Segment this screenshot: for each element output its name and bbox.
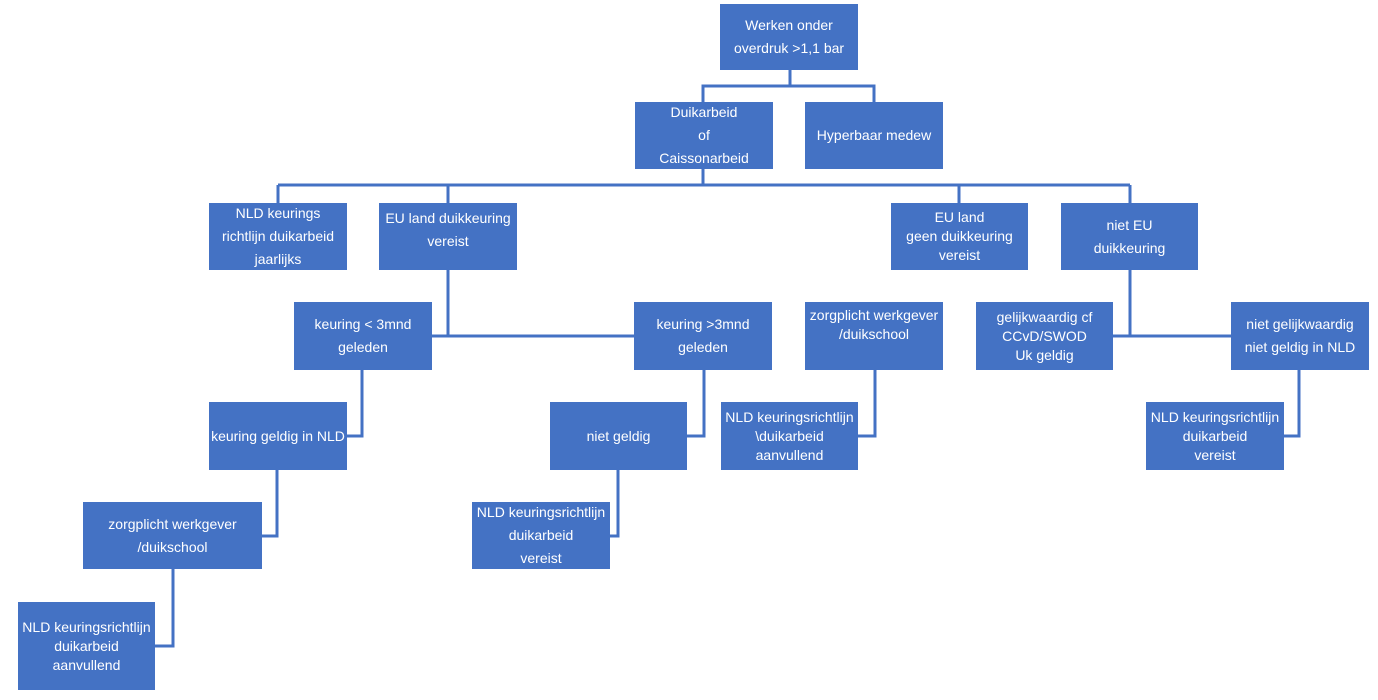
connector-line [610, 470, 620, 538]
node-label-line: overdruk >1,1 bar [733, 40, 845, 56]
node-label-line: NLD keurings [235, 205, 321, 221]
node-label-line: /duikschool [137, 538, 208, 555]
node-eu-land-geen-duikkeuring: EU land geen duikkeuring vereist [891, 203, 1028, 270]
node-niet-geldig: niet geldig [550, 402, 687, 470]
node-label-line: NLD keuringsrichtlijn [1150, 408, 1280, 425]
connector-line [347, 370, 364, 438]
node-label-line: duikarbeid [54, 637, 119, 654]
node-label-line: zorgplicht werkgever [809, 307, 939, 323]
node-label-line: Duikarbeid [670, 104, 738, 120]
node-label-line: keuring < 3mnd [314, 316, 412, 332]
node-niet-eu-duikkeuring: niet EU duikkeuring [1061, 203, 1198, 270]
node-label-line: vereist [938, 247, 981, 263]
node-label-line: keuring >3mnd [656, 316, 750, 332]
node-label-line: vereist [520, 550, 562, 566]
node-gelijkwaardig-ccvd-swod: gelijkwaardig cf CCvD/SWOD Uk geldig [976, 302, 1113, 370]
node-label-line: niet geldig [586, 427, 651, 444]
node-label-line: EU land duikkeuring [385, 210, 511, 226]
node-label-line: geleden [338, 339, 388, 355]
node-label-line: of [698, 127, 710, 143]
node-label-line: EU land [934, 209, 985, 225]
node-label-line: niet gelijkwaardig [1246, 316, 1354, 332]
node-label-line: duikkeuring [1093, 239, 1166, 256]
node-label-line: \duikarbeid [755, 427, 824, 444]
node-label-line: zorgplicht werkgever [108, 515, 237, 532]
node-label-line: geen duikkeuring [906, 228, 1013, 244]
connector-line [790, 84, 876, 102]
node-label-line: Uk geldig [1015, 346, 1074, 363]
node-label-line: aanvullend [52, 656, 121, 673]
node-eu-land-duikkeuring-vereist: EU land duikkeuring vereist [379, 203, 517, 270]
node-nld-keuringsrichtlijn-vereist-mid: NLD keuringsrichtlijn duikarbeid vereist [472, 502, 610, 569]
connector-line [446, 270, 634, 338]
node-label-line: aanvullend [755, 446, 824, 463]
node-nld-keuringsrichtlijn-aanvullend-left: NLD keuringsrichtlijn duikarbeid aanvullen… [18, 602, 155, 690]
node-label-line: niet EU [1106, 216, 1153, 233]
node-label-line: duikarbeid [1182, 427, 1248, 444]
node-keuring-minder-3mnd: keuring < 3mnd geleden [294, 302, 432, 370]
node-label-line: duikarbeid [508, 527, 574, 543]
connector-line [155, 569, 175, 648]
node-label-line: gelijkwaardig cf [996, 308, 1093, 325]
connector-line [687, 370, 706, 438]
node-nld-keuringsrichtlijn-aanvullend-mid: NLD keuringsrichtlijn \duikarbeid aanvulle… [721, 402, 858, 470]
connector-line [858, 370, 877, 438]
node-label-line: Caissonarbeid [659, 150, 749, 166]
node-label-line: geleden [678, 339, 728, 355]
node-label-line: NLD keuringsrichtlijn [725, 408, 854, 425]
node-label-line: richtlijn duikarbeid [221, 228, 335, 244]
connector-line [701, 70, 792, 102]
node-label-line: keuring geldig in NLD [211, 427, 345, 444]
node-label-line: niet geldig in NLD [1244, 339, 1356, 355]
connector-line [262, 470, 279, 538]
connector-line [1128, 270, 1231, 338]
node-nld-keurings-jaarlijks: NLD keurings richtlijn duikarbeid jaarlijk… [209, 203, 347, 270]
node-niet-gelijkwaardig: niet gelijkwaardig niet geldig in NLD [1231, 302, 1369, 370]
node-label-line: /duikschool [838, 326, 910, 342]
connector-line [1284, 370, 1301, 438]
node-keuring-meer-3mnd: keuring >3mnd geleden [634, 302, 772, 370]
node-zorgplicht-werkgever-mid: zorgplicht werkgever/duikschool [805, 302, 943, 370]
node-label-line: NLD keuringsrichtlijn [476, 504, 606, 520]
node-hyperbaar-medewerker: Hyperbaar medew [805, 102, 943, 169]
node-zorgplicht-werkgever-left: zorgplicht werkgever/duikschool [83, 502, 262, 569]
node-label-line: vereist [427, 233, 469, 249]
node-keuring-geldig-in-nld: keuring geldig in NLD [209, 402, 347, 470]
node-werken-onder-overdruk: Werken onder overdruk >1,1 bar [720, 4, 858, 70]
node-label-line: Werken onder [745, 17, 833, 33]
node-label-line: Hyperbaar medew [816, 127, 932, 143]
node-label-line: CCvD/SWOD [1002, 327, 1087, 344]
node-label-line: vereist [1194, 446, 1236, 463]
node-nld-keuringsrichtlijn-vereist-right: NLD keuringsrichtlijn duikarbeid vereist [1146, 402, 1284, 470]
node-label-line: NLD keuringsrichtlijn [22, 618, 151, 635]
node-label-line: jaarlijks [254, 251, 302, 267]
